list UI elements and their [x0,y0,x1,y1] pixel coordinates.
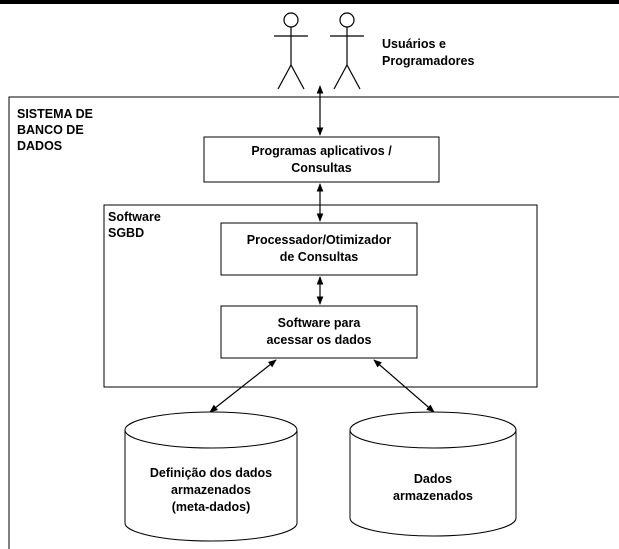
programmer-actor-icon [330,12,364,90]
metadata-cylinder-icon [124,411,298,542]
programs-label: Programas aplicativos / Consultas [251,144,392,175]
top-border [0,0,619,4]
data-label: Dados armazenados [393,472,473,503]
database-system-boundary [8,96,619,549]
metadata-label: Definição dos dados armazenados (meta-da… [149,466,273,514]
processor-label: Processador/Otimizador de Consultas [246,233,392,264]
query-processor-box [220,222,418,276]
application-programs-box [203,136,440,183]
data-access-software-box [220,305,418,359]
access-label: Software para acessar os dados [266,316,372,347]
users-label: Usuários e Programadores [382,37,475,68]
access-metadata-arrow [209,359,277,413]
user-actor-icon [274,12,308,90]
system-label: SISTEMA DE BANCO DE DADOS [17,107,93,153]
data-cylinder-icon [349,411,517,537]
sgbd-label: Software SGBD [108,210,161,240]
access-data-arrow [373,359,435,413]
